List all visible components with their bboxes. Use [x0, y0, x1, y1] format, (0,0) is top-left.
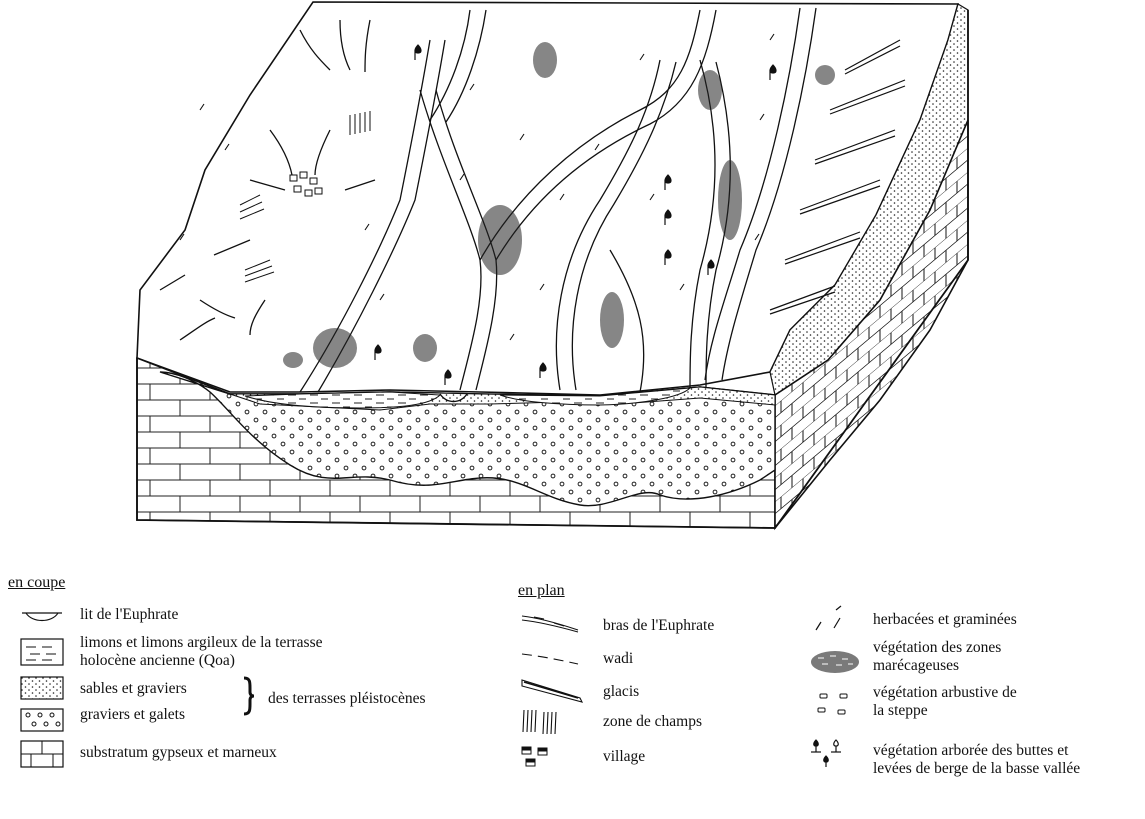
legend-label-pleistocene-terraces: des terrasses pléistocènes: [268, 690, 426, 708]
legend-label-river-arm: bras de l'Euphrate: [603, 617, 714, 635]
holocene-silts-symbol: [20, 638, 64, 666]
legend-label-channel-bed: lit de l'Euphrate: [80, 606, 178, 624]
sand-gravel-symbol: [20, 676, 64, 700]
legend-label-substratum: substratum gypseux et marneux: [80, 744, 277, 762]
legend-label-tree-2: levées de berge de la basse vallée: [873, 760, 1080, 778]
block-diagram: [0, 0, 1145, 560]
legend-heading-section: en coupe: [8, 574, 65, 592]
shrub-symbol: [812, 690, 858, 720]
river-arm-symbol: [520, 610, 580, 634]
wadi-symbol: [520, 648, 580, 666]
gravel-pebble-symbol: [20, 708, 64, 732]
channel-bed-symbol: [20, 608, 64, 626]
legend-label-marsh-1: végétation des zones: [873, 639, 1001, 657]
legend-label-gravel-pebble: graviers et galets: [80, 706, 185, 724]
legend-label-wadi: wadi: [603, 650, 633, 668]
legend-label-sand-gravel: sables et graviers: [80, 680, 187, 698]
legend-heading-plan: en plan: [518, 582, 565, 600]
legend-label-field-zone: zone de champs: [603, 713, 702, 731]
legend-label-shrub-2: la steppe: [873, 702, 928, 720]
glacis-symbol: [520, 676, 586, 704]
substratum-symbol: [20, 740, 64, 768]
legend-label-holocene-silts-2: holocène ancienne (Qoa): [80, 652, 235, 670]
legend-label-holocene-silts-1: limons et limons argileux de la terrasse: [80, 634, 323, 652]
tree-symbol: [808, 734, 860, 770]
legend-label-grass: herbacées et graminées: [873, 611, 1017, 629]
legend-label-glacis: glacis: [603, 683, 639, 701]
legend-label-village: village: [603, 748, 645, 766]
field-zone-symbol: [520, 708, 564, 736]
village-symbol: [520, 744, 560, 770]
legend-label-marsh-2: marécageuses: [873, 657, 959, 675]
marsh-symbol: [808, 648, 862, 676]
grass-symbol: [812, 604, 858, 634]
legend-label-tree-1: végétation arborée des buttes et: [873, 742, 1068, 760]
legend-label-shrub-1: végétation arbustive de: [873, 684, 1017, 702]
bracket-icon: [242, 676, 256, 716]
